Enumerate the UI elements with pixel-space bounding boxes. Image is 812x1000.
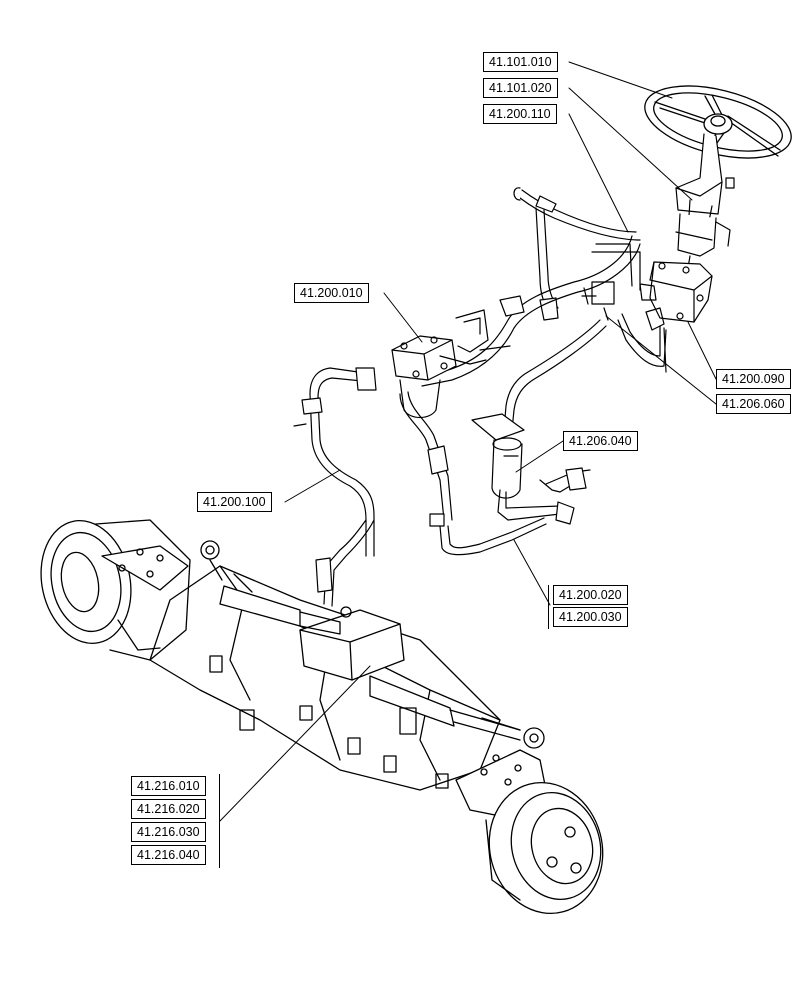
steering-valve-drawing [581, 261, 713, 331]
callout-41-101-020[interactable]: 41.101.020 [483, 78, 558, 98]
callout-41-200-030[interactable]: 41.200.030 [553, 607, 628, 627]
right-hub-drawing [455, 749, 604, 915]
callout-41-216-040[interactable]: 41.216.040 [131, 845, 206, 865]
callout-41-206-060[interactable]: 41.206.060 [716, 394, 791, 414]
bracket-41-216 [219, 774, 220, 868]
callout-41-216-030[interactable]: 41.216.030 [131, 822, 206, 842]
steering-column-drawing [675, 133, 735, 269]
filter-drawing [439, 413, 591, 556]
callout-41-200-110[interactable]: 41.200.110 [483, 104, 557, 124]
callout-41-216-010[interactable]: 41.216.010 [131, 776, 206, 796]
callout-41-200-010[interactable]: 41.200.010 [294, 283, 369, 303]
callout-41-216-020[interactable]: 41.216.020 [131, 799, 206, 819]
steering-hoses-drawing [419, 187, 667, 431]
callout-41-200-090[interactable]: 41.200.090 [716, 369, 791, 389]
left-tube-drawing [293, 367, 453, 607]
leader-lines [219, 61, 717, 822]
callout-41-200-100[interactable]: 41.200.100 [197, 492, 272, 512]
front-axle-drawing [149, 540, 545, 791]
callout-41-206-040[interactable]: 41.206.040 [563, 431, 638, 451]
callout-41-200-020[interactable]: 41.200.020 [553, 585, 628, 605]
bracket-41-200-020-030 [548, 585, 549, 629]
callout-41-101-010[interactable]: 41.101.010 [483, 52, 558, 72]
left-hub-drawing [40, 519, 191, 661]
steering-wheel-drawing [644, 85, 792, 159]
